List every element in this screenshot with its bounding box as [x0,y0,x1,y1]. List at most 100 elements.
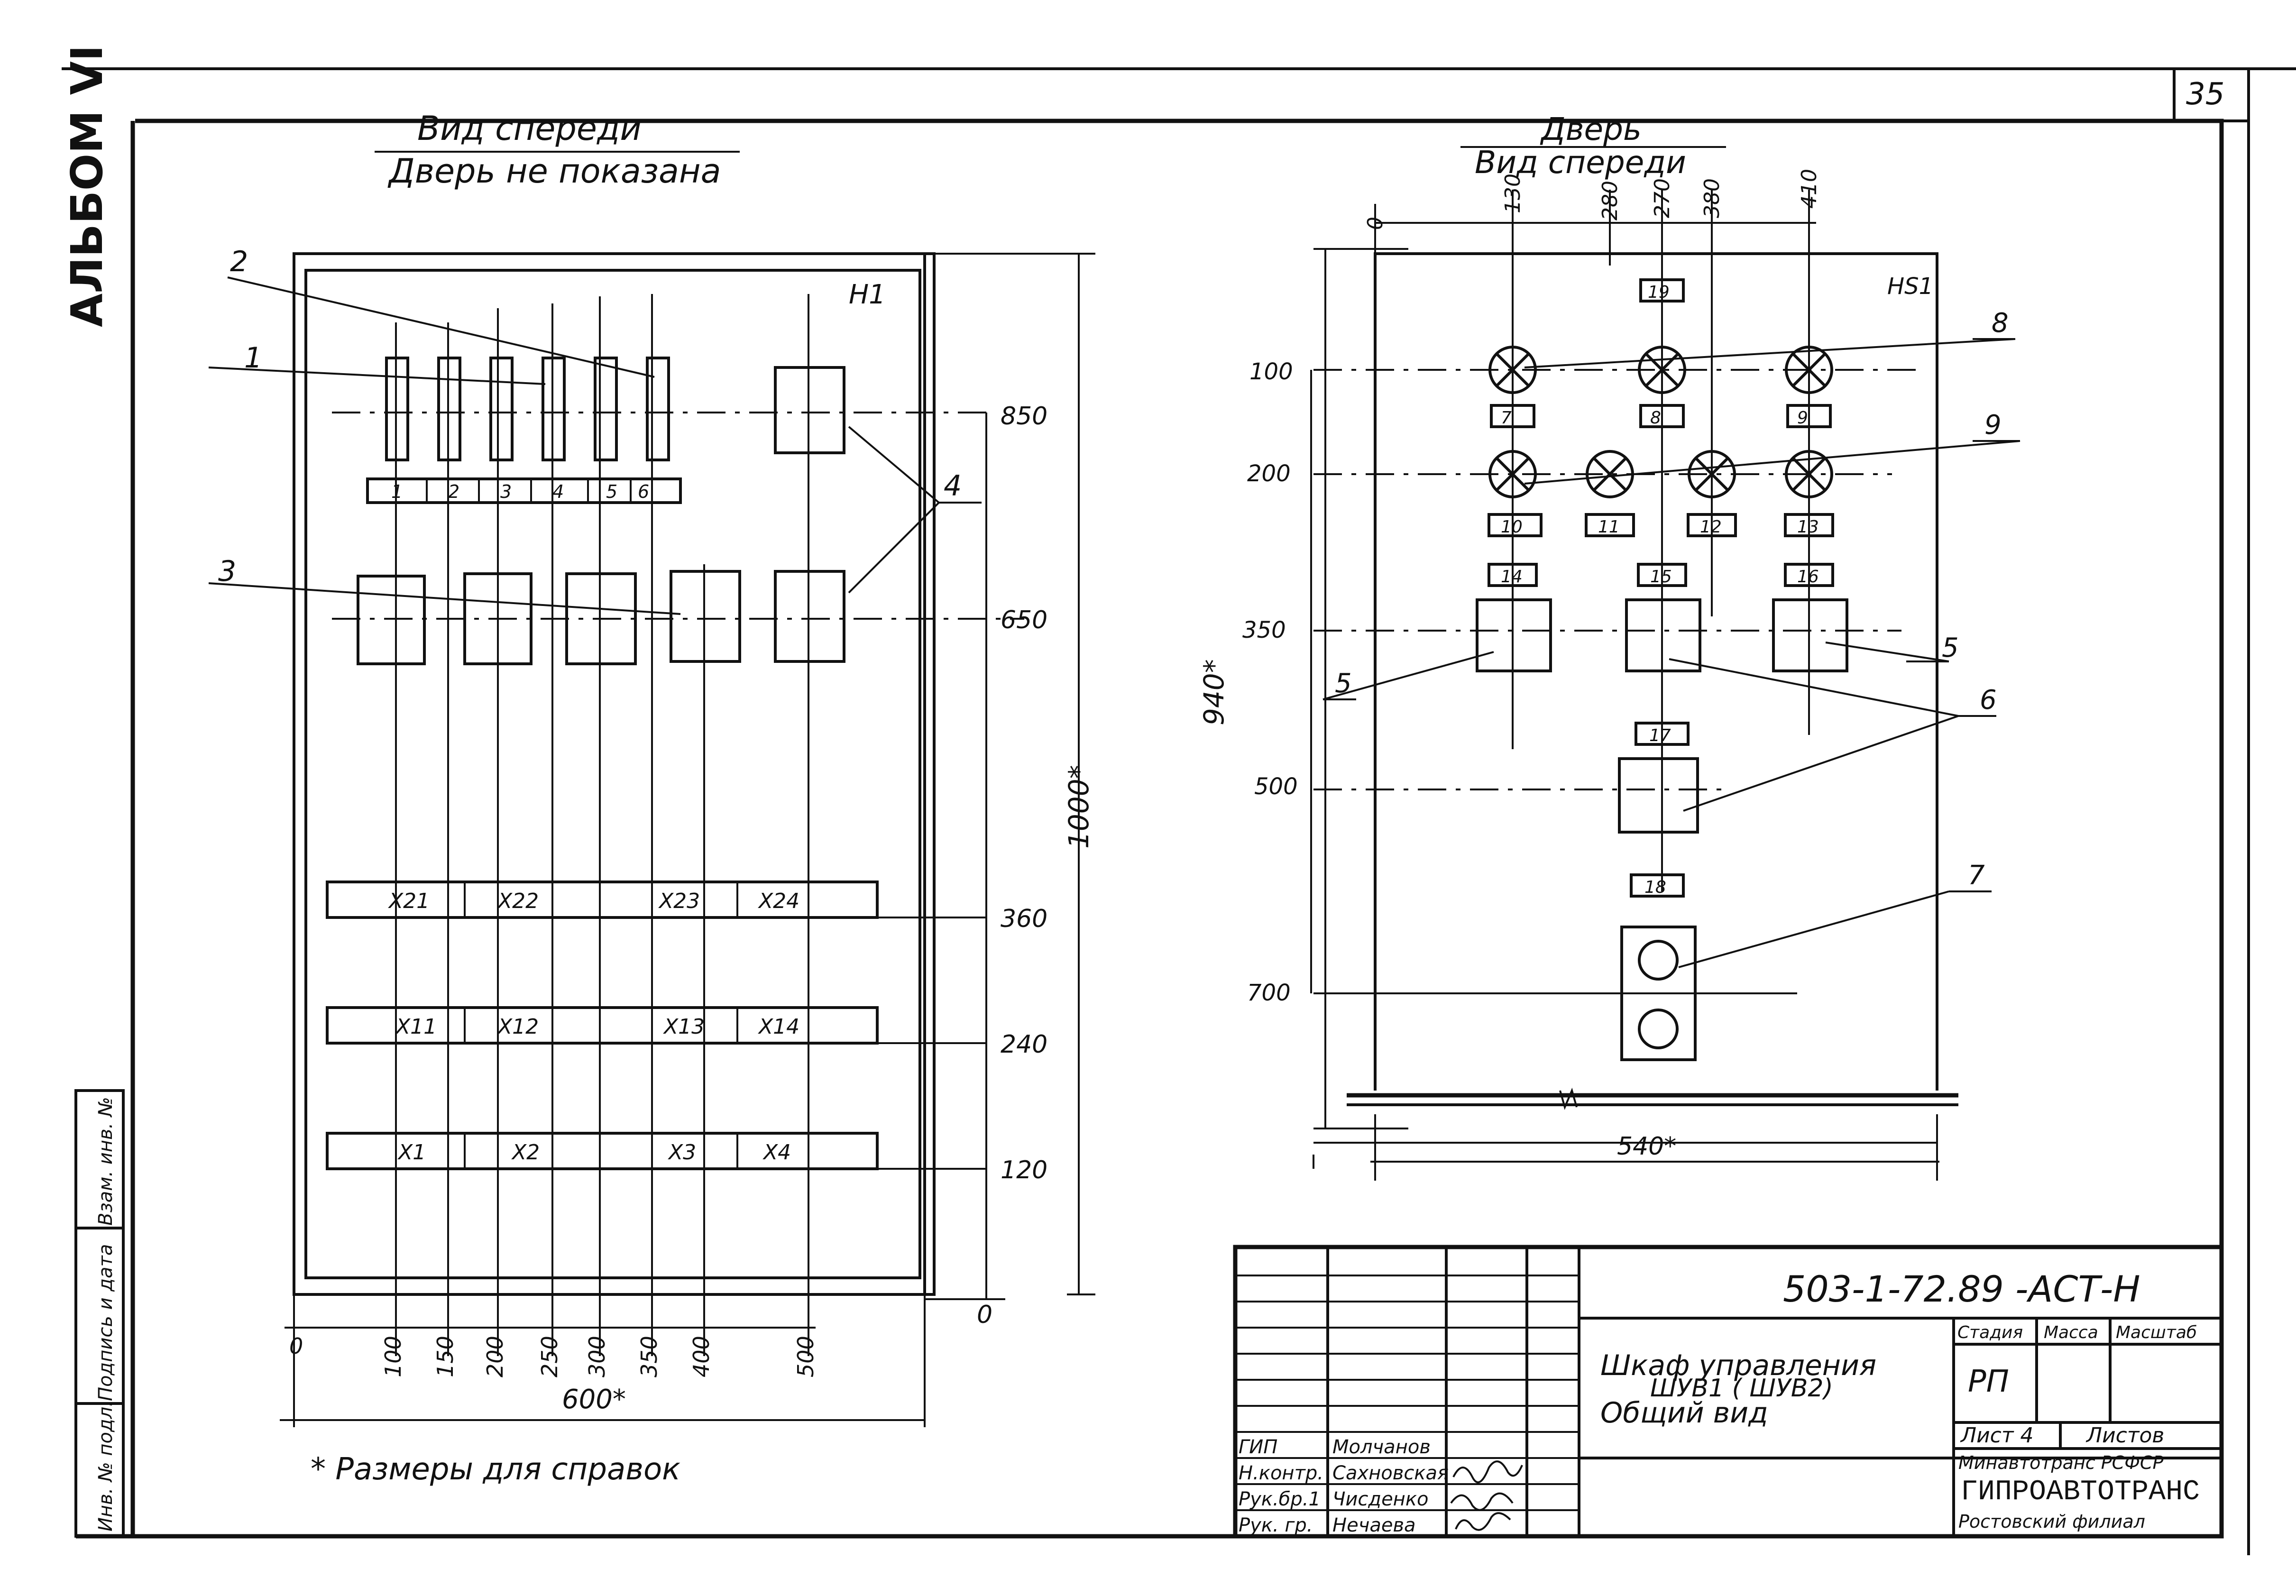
ldim-350: 350 [1242,617,1286,643]
callout-7: 7 [1968,860,1985,891]
sheet-number: Лист 4 [1960,1423,2033,1448]
callout-5-right: 5 [1942,633,1959,663]
terminal-x13: X13 [663,1015,705,1039]
cabinet-outer [293,252,936,1296]
strip-label-1: 1 [391,481,403,502]
hdim-150: 150 [432,1336,458,1377]
ldim-500: 500 [1254,773,1298,800]
hdim-0: 0 [289,1333,303,1359]
footnote: * Размеры для справок [311,1452,680,1487]
terminal-x11: X11 [395,1015,437,1039]
strip-label-2: 2 [448,481,459,502]
callout-3: 3 [218,555,236,588]
callout-4: 4 [944,469,962,503]
callout-1: 1 [244,341,262,375]
stamp-replace-inv: Взам. инв. № [95,1097,117,1226]
tdim-280: 280 [1598,181,1622,220]
box-19: 19 [1648,283,1670,302]
dim-height-940: 940* [1198,659,1230,725]
ldim-200: 200 [1247,460,1291,487]
box-11: 11 [1598,517,1620,537]
tdim-0: 0 [1363,217,1387,230]
mass-header: Масса [2044,1323,2098,1342]
box-10: 10 [1501,517,1523,537]
terminal-x1: X1 [397,1140,426,1165]
name-rukgr: Нечаева [1332,1514,1416,1536]
hdim-100: 100 [380,1336,406,1377]
left-view-title: Вид спереди [417,109,642,148]
panel-code-hs1: HS1 [1887,273,1933,300]
dim-240: 240 [1001,1030,1047,1059]
signature-3 [1455,1512,1511,1531]
box-7: 7 [1501,408,1512,428]
role-gip: ГИП [1239,1436,1277,1458]
left-view-subtitle: Дверь не показана [387,152,721,191]
dim-360: 360 [1001,905,1047,933]
hdim-200: 200 [482,1336,508,1377]
terminal-x23: X23 [658,889,700,913]
left-view: Вид спереди Дверь не показана H1 1 [208,109,1095,1487]
hdim-350: 350 [636,1336,662,1377]
ldim-100: 100 [1249,358,1293,385]
role-nkontr: Н.контр. [1239,1462,1323,1484]
door-outline [1374,252,1938,1091]
box-18: 18 [1644,878,1666,897]
panel-code-h1: H1 [849,279,886,310]
name-gip: Молчанов [1332,1436,1431,1458]
strip-label-5: 5 [606,481,617,502]
outer-frame [76,119,2224,1539]
box-9: 9 [1797,408,1808,428]
box-17: 17 [1649,726,1671,745]
callout-2: 2 [230,245,248,278]
stage-header: Стадия [1957,1323,2023,1342]
page-number-box [2173,67,2250,122]
box-16: 16 [1797,567,1819,587]
signature-2 [1450,1492,1514,1511]
tdim-130: 130 [1501,174,1525,213]
cabinet-inner [304,269,921,1279]
terminal-x14: X14 [758,1015,799,1039]
box-15: 15 [1650,567,1672,587]
box-14: 14 [1501,567,1523,587]
terminal-x4: X4 [762,1140,791,1165]
dim-650: 650 [1001,606,1047,634]
box-8: 8 [1650,408,1661,428]
right-view-title: Дверь [1540,111,1642,147]
stage-value: РП [1968,1364,2009,1399]
terminal-x12: X12 [497,1015,539,1039]
terminal-x24: X24 [758,889,799,913]
hdim-250: 250 [537,1336,562,1377]
width-600: 600* [562,1384,626,1415]
strip-label-3: 3 [500,481,512,502]
tdim-270: 270 [1650,178,1674,218]
scale-header: Масштаб [2116,1323,2197,1342]
org-line-2: ГИПРОАВТОТРАНС [1961,1476,2200,1508]
doc-name-3: Общий вид [1600,1396,1768,1430]
strip-label-4: 4 [552,481,564,502]
title-block: 503-1-72.89 -АСТ-Н Шкаф управления ШУВ1 … [1233,1245,2224,1539]
stamp-inv-sub: Инв. № подл. [95,1401,117,1532]
callout-9: 9 [1984,410,2002,440]
hdim-500: 500 [793,1336,818,1377]
dim-width-540: 540* [1617,1132,1676,1161]
signature-1 [1452,1460,1523,1484]
callout-5-left: 5 [1335,668,1352,699]
terminal-x21: X21 [388,889,430,913]
base-mark-a: 0 [977,1301,992,1329]
role-rukgr: Рук. гр. [1239,1514,1313,1536]
org-line-1: Минавтотранс РСФСР [1958,1452,2163,1473]
role-rukbr: Рук.бр.1 [1239,1488,1321,1510]
box-13: 13 [1797,517,1819,537]
stamp-signature: Подпись и дата [95,1244,117,1401]
strip-label-6: 6 [638,481,649,502]
page-number: 35 [2186,77,2224,112]
name-nkontr: Сахновская [1332,1462,1449,1484]
doc-code: 503-1-72.89 -АСТ-Н [1783,1268,2140,1310]
right-view-subtitle: Вид спереди [1475,144,1686,181]
name-rukbr: Чисденко [1332,1488,1428,1510]
hdim-400: 400 [689,1336,714,1377]
callout-6: 6 [1980,685,1997,715]
box-12: 12 [1700,517,1722,537]
hdim-300: 300 [584,1336,610,1377]
